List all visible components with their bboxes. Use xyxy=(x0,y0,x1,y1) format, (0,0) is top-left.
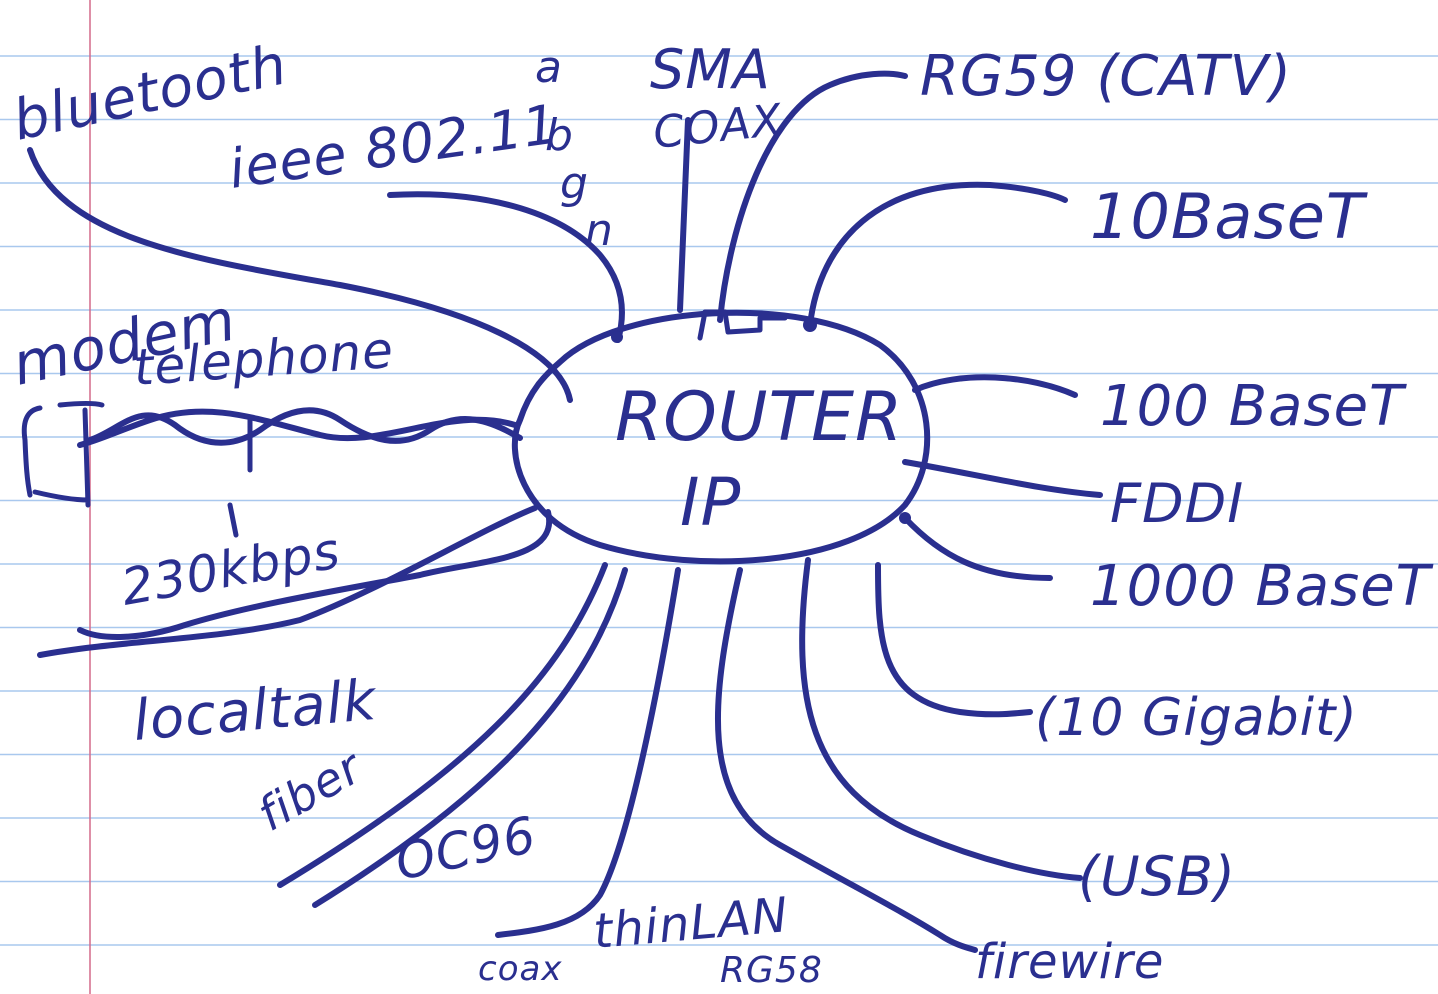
thousandbaset-wire xyxy=(902,515,1053,581)
tenbaset-port xyxy=(803,318,817,332)
localtalk-wire xyxy=(37,505,538,658)
usb-wire xyxy=(799,557,1083,881)
thousandbaset-port xyxy=(899,512,911,524)
firewire-label: firewire xyxy=(975,934,1164,990)
telephone-wire xyxy=(87,407,523,446)
sma-wire xyxy=(677,117,691,313)
tengigabit-wire xyxy=(875,562,1033,718)
router-sublabel: IP xyxy=(680,464,741,541)
tengigabit-label: (10 Gigabit) xyxy=(1035,688,1358,748)
usb-label: (USB) xyxy=(1078,845,1236,908)
hundredbaset-label: 100 BaseT xyxy=(1100,374,1407,439)
kbps-label: 230kbps xyxy=(117,521,345,616)
rg59-wire xyxy=(717,70,908,323)
sma-label: SMA xyxy=(650,38,771,101)
modem-wire xyxy=(77,408,518,448)
wifi-b-label: b xyxy=(545,110,574,161)
wifi-g-label: g xyxy=(560,158,589,209)
modem-box xyxy=(21,401,105,508)
thousandbaset-label: 1000 BaseT xyxy=(1090,554,1434,619)
fiber-wire-2 xyxy=(312,567,628,908)
rg58-label: RG58 xyxy=(720,950,823,991)
fiber-wire-1 xyxy=(277,562,608,888)
sma-connector xyxy=(697,309,788,341)
rg59-label: RG59 (CATV) xyxy=(920,44,1292,109)
sma-coax-label: COAX xyxy=(651,95,785,159)
coax-label: coax xyxy=(478,949,562,989)
ieee-tick xyxy=(227,502,239,538)
fiber-label: fiber xyxy=(249,739,373,842)
tenbaset-label: 10BaseT xyxy=(1090,180,1368,253)
oc96-label: OC96 xyxy=(390,806,541,892)
thinlan-wire xyxy=(495,567,681,938)
fddi-label: FDDI xyxy=(1110,472,1244,535)
firewire-wire xyxy=(714,567,978,953)
hundredbaset-wire xyxy=(912,374,1078,398)
tenbaset-wire xyxy=(807,181,1068,328)
wifi-wire xyxy=(387,191,625,343)
bluetooth-wire xyxy=(27,147,573,403)
wifi-a-label: a xyxy=(535,42,563,93)
fddi-wire xyxy=(902,459,1103,498)
router-label: ROUTER xyxy=(615,378,903,457)
ieee-label: ieee 802.11 xyxy=(225,92,562,201)
kbps-wire xyxy=(77,509,553,640)
wifi-port xyxy=(611,331,623,343)
wifi-n-label: n xyxy=(585,205,614,256)
